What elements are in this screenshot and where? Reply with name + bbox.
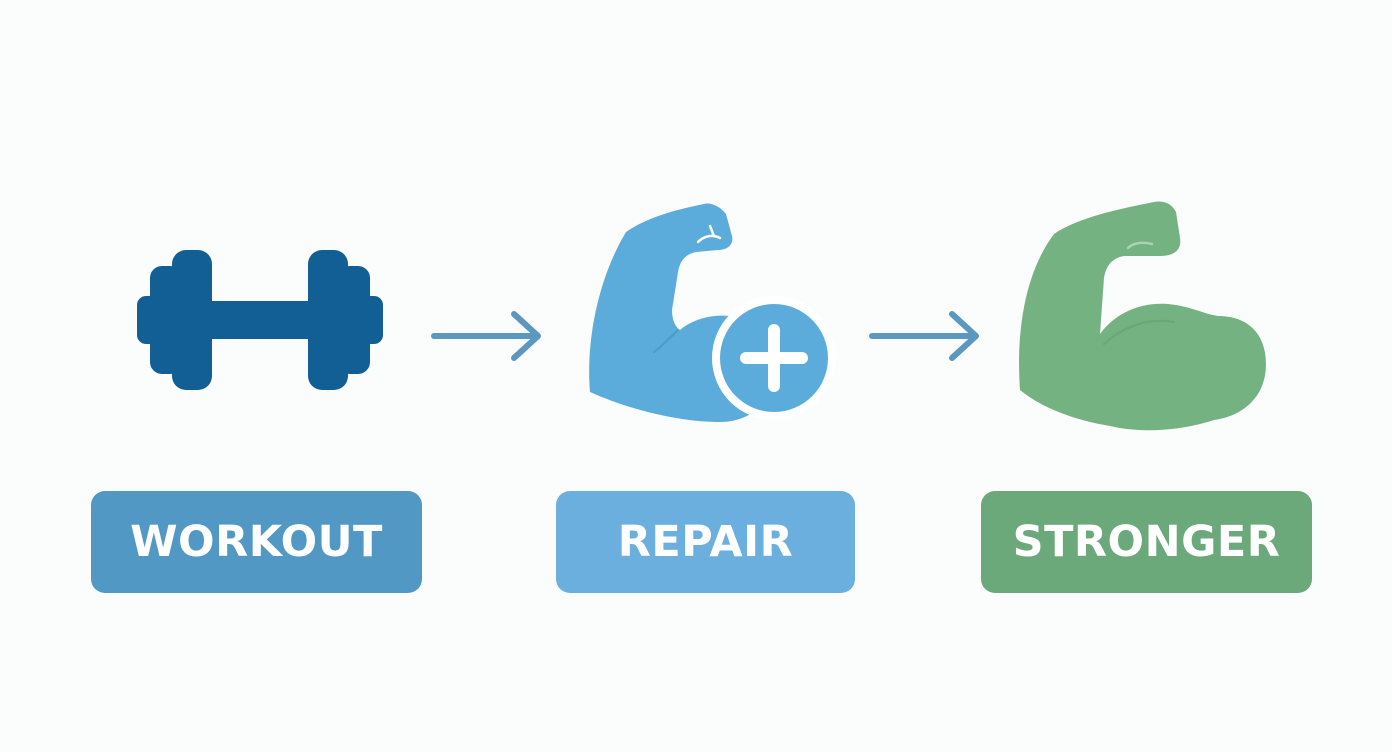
arm-with-plus-icon <box>589 203 836 422</box>
repair-label: REPAIR <box>556 491 855 593</box>
dumbbell-icon <box>137 250 383 390</box>
stronger-label: STRONGER <box>981 491 1312 593</box>
right-arrow-icon <box>431 311 541 361</box>
plus-badge-icon <box>712 296 836 420</box>
right-arrow-icon <box>869 311 979 361</box>
workout-label: WORKOUT <box>91 491 422 593</box>
flexed-arm-icon <box>1019 201 1266 431</box>
